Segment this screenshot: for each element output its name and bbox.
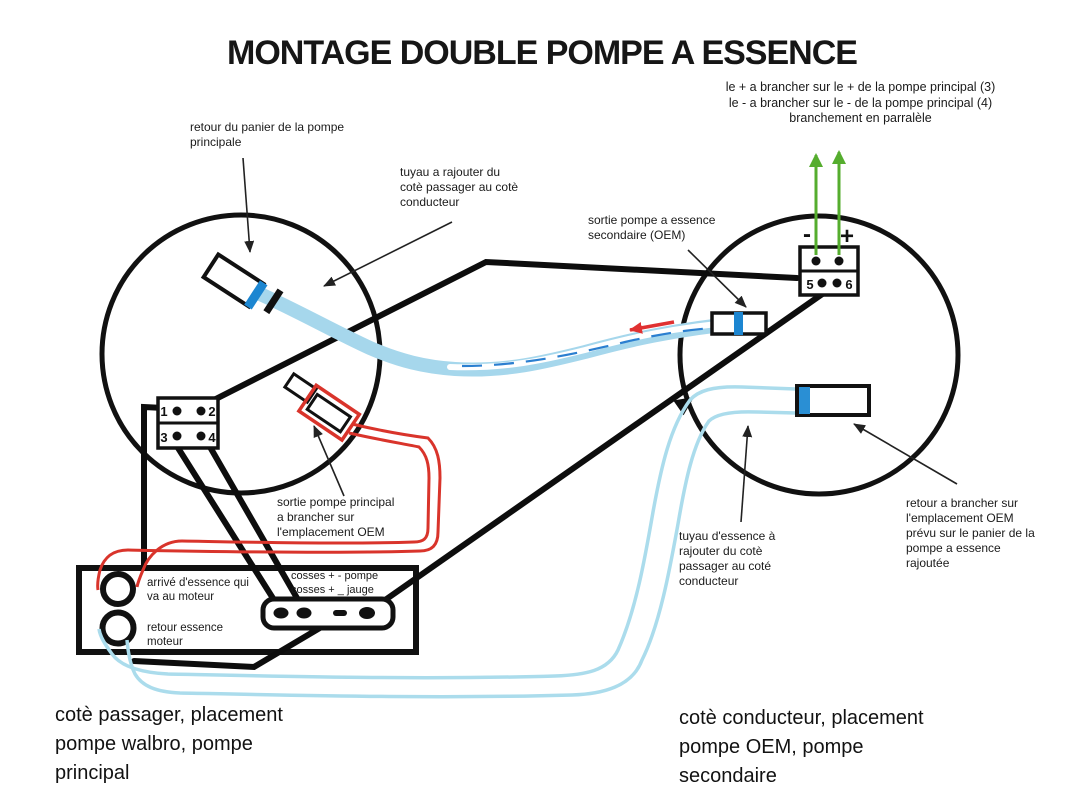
note-cosses: cosses + - pompe cosses + _ jauge bbox=[291, 570, 379, 596]
caption-driver-side: cotè conducteur, placement pompe OEM, po… bbox=[679, 707, 924, 787]
note-retour-brancher: retour a brancher sur l'emplacement OEM … bbox=[906, 496, 1035, 570]
wire-pin4-to-terminal bbox=[203, 437, 308, 615]
terminal-strip bbox=[260, 596, 396, 631]
note-tuyau-rajouter: tuyau a rajouter du cotè passager au cot… bbox=[400, 165, 519, 209]
page-title: MONTAGE DOUBLE POMPE A ESSENCE bbox=[227, 34, 858, 72]
wire-pin2-to-pin5 bbox=[195, 258, 800, 411]
terminal-dash bbox=[333, 610, 347, 616]
flow-arrow-red bbox=[629, 320, 675, 334]
oem-return-band bbox=[799, 387, 810, 414]
wire-pin3-to-terminal bbox=[170, 437, 284, 614]
polarity-minus-label: - bbox=[803, 221, 811, 248]
terminal-dot-1 bbox=[273, 607, 289, 619]
arrow-sortie-secondaire bbox=[687, 249, 747, 308]
arrow-sortie-principal bbox=[313, 425, 345, 497]
note-tuyau-essence: tuyau d'essence à rajouter du cotè passa… bbox=[679, 529, 776, 588]
tank-circle-driver bbox=[677, 213, 961, 497]
wire-under-box bbox=[131, 613, 343, 671]
pin-label-2: 2 bbox=[208, 404, 215, 419]
walbro-return-fitting bbox=[200, 251, 268, 310]
red-supply-hose-outer bbox=[96, 422, 442, 591]
red-supply-hose-inner bbox=[135, 431, 431, 588]
note-retour-essence: retour essence moteur bbox=[147, 622, 224, 648]
oem-outlet-band bbox=[734, 312, 743, 335]
caption-passenger-side: cotè passager, placement pompe walbro, p… bbox=[55, 704, 283, 784]
wire-jauge-to-pin6 bbox=[365, 280, 841, 615]
note-sortie-secondaire: sortie pompe a essence secondaire (OEM) bbox=[588, 213, 716, 242]
pin-label-4: 4 bbox=[208, 430, 216, 445]
arrow-tuyau-essence bbox=[740, 425, 753, 523]
tube-clamp-tick bbox=[263, 288, 284, 315]
connector-oem: 5 6 - + bbox=[798, 221, 860, 297]
note-wiring-parallel: le + a brancher sur le + de la pompe pri… bbox=[725, 80, 996, 125]
transfer-tube-dashes bbox=[461, 326, 713, 368]
polarity-plus-label: + bbox=[840, 223, 854, 250]
arrow-retour-panier bbox=[242, 157, 255, 253]
note-retour-panier: retour du panier de la pompe principale bbox=[190, 120, 345, 149]
connector-walbro: 1 2 3 4 bbox=[156, 396, 220, 450]
walbro-outlet-fitting bbox=[282, 371, 362, 443]
transfer-tube-inner bbox=[447, 319, 741, 371]
note-sortie-principal: sortie pompe principal a brancher sur l'… bbox=[277, 495, 395, 539]
arrow-retour-brancher bbox=[853, 423, 958, 485]
fuel-out-port bbox=[100, 571, 136, 607]
fuel-return-port bbox=[99, 609, 137, 647]
pin-label-6: 6 bbox=[845, 277, 852, 292]
terminal-dot-3 bbox=[359, 607, 375, 619]
note-arrivee-essence: arrivé d'essence qui va au moteur bbox=[147, 577, 249, 603]
pin-label-5: 5 bbox=[806, 277, 813, 292]
arrow-tuyau-rajouter bbox=[323, 221, 453, 287]
return-tube-outer bbox=[97, 385, 797, 680]
terminal-dot-2 bbox=[296, 607, 312, 619]
pin-label-1: 1 bbox=[160, 404, 167, 419]
return-tube-inner bbox=[125, 410, 797, 699]
pin-label-3: 3 bbox=[160, 430, 167, 445]
